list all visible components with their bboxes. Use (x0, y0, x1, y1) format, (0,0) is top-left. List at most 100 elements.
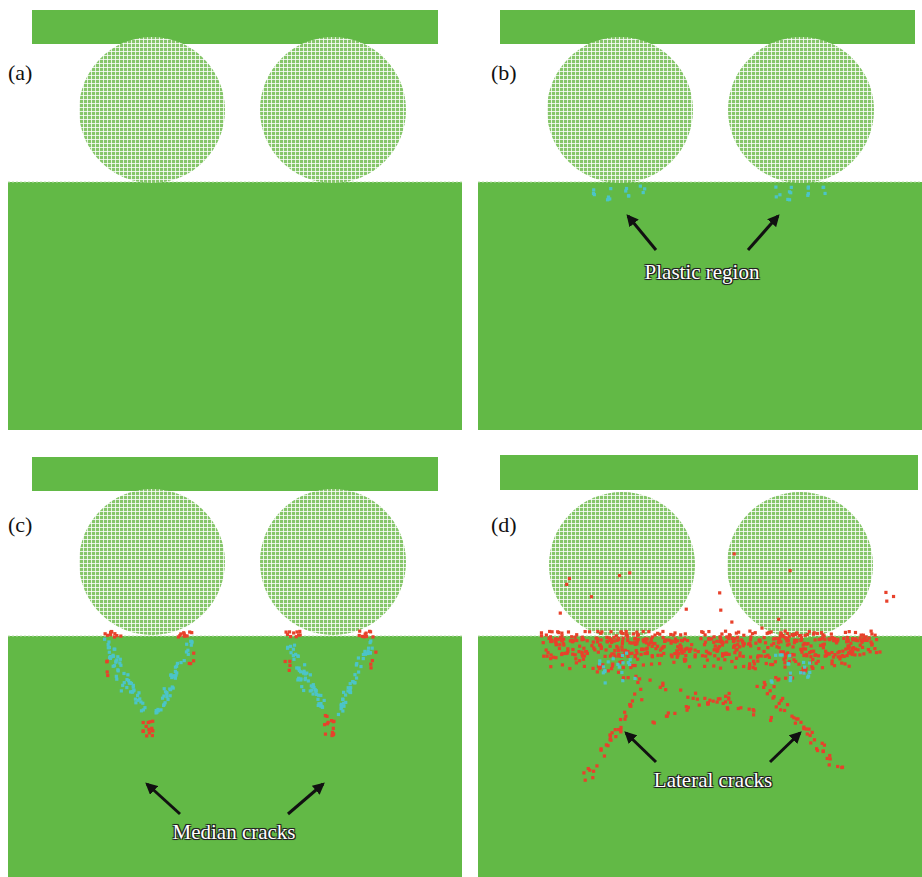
atom-marker (654, 647, 657, 650)
atom-marker (663, 645, 666, 648)
atom-marker (683, 638, 686, 641)
atom-marker (550, 630, 553, 633)
atom-marker (121, 684, 124, 687)
atom-marker (151, 729, 154, 732)
atom-marker (735, 657, 738, 660)
atom-marker (825, 652, 828, 655)
atom-marker (778, 193, 781, 196)
atom-marker (729, 701, 732, 704)
atom-marker (289, 651, 292, 654)
atom-marker (610, 652, 613, 655)
atom-marker (794, 633, 797, 636)
atom-marker (762, 650, 765, 653)
atom-marker (853, 653, 856, 656)
atom-marker (817, 660, 820, 663)
atom-marker (341, 698, 344, 701)
atom-marker (757, 654, 760, 657)
atom-marker (729, 634, 732, 637)
atom-marker (618, 574, 621, 577)
atom-marker (847, 651, 850, 654)
atom-marker (694, 653, 697, 656)
particle (260, 37, 406, 183)
atom-marker (754, 631, 757, 634)
atom-marker (769, 663, 772, 666)
atom-marker (813, 638, 816, 641)
atom-marker (598, 659, 601, 662)
substrate (8, 182, 462, 430)
atom-marker (704, 641, 707, 644)
atom-marker (619, 729, 622, 732)
atom-marker (128, 682, 131, 685)
atom-marker (831, 637, 834, 640)
atom-marker (132, 684, 135, 687)
atom-marker (369, 666, 372, 669)
atom-marker (341, 709, 344, 712)
atom-marker (650, 640, 653, 643)
particle (547, 37, 693, 183)
atom-marker (582, 638, 585, 641)
atom-marker (694, 692, 697, 695)
atom-marker (763, 636, 766, 639)
indenter-plate (32, 457, 438, 491)
atom-marker (769, 689, 772, 692)
atom-marker (374, 651, 377, 654)
atom-marker (690, 643, 693, 646)
atom-marker (622, 637, 625, 640)
atom-marker (766, 646, 769, 649)
atom-marker (792, 658, 795, 661)
atom-marker (359, 665, 362, 668)
atom-marker (779, 650, 782, 653)
atom-marker (621, 679, 624, 682)
atom-marker (830, 632, 833, 635)
atom-marker (624, 189, 627, 192)
leader-arrow (147, 784, 180, 814)
atom-marker (621, 653, 624, 656)
atom-marker (603, 669, 606, 672)
atom-marker (560, 639, 563, 642)
atom-marker (693, 649, 696, 652)
atom-marker (564, 652, 567, 655)
simulation-panel (8, 10, 462, 430)
atom-marker (109, 657, 112, 660)
atom-marker (357, 656, 360, 659)
atom-marker (671, 640, 674, 643)
atom-marker (821, 666, 824, 669)
atom-marker (830, 651, 833, 654)
atom-marker (623, 718, 626, 721)
atom-marker (789, 676, 792, 679)
atom-marker (868, 650, 871, 653)
atom-marker (608, 197, 611, 200)
atom-marker (637, 633, 640, 636)
atom-marker (361, 635, 364, 638)
atom-marker (605, 743, 608, 746)
atom-marker (788, 198, 791, 201)
atom-marker (822, 749, 825, 752)
atom-marker (809, 655, 812, 658)
atom-marker (848, 630, 851, 633)
atom-marker (369, 630, 372, 633)
atom-marker (836, 765, 839, 768)
atom-marker (730, 620, 733, 623)
atom-marker (129, 681, 132, 684)
atom-marker (586, 639, 589, 642)
atom-marker (303, 663, 306, 666)
particle (727, 492, 873, 638)
atom-marker (724, 695, 727, 698)
atom-marker (108, 646, 111, 649)
atom-marker (609, 735, 612, 738)
atom-marker (807, 728, 810, 731)
atom-marker (550, 640, 553, 643)
atom-marker (742, 644, 745, 647)
atom-marker (585, 650, 588, 653)
atom-marker (368, 630, 371, 633)
atom-marker (756, 685, 759, 688)
atom-marker (787, 643, 790, 646)
atom-marker (809, 644, 812, 647)
atom-marker (175, 671, 178, 674)
atom-marker (162, 694, 165, 697)
atom-marker (292, 654, 295, 657)
atom-marker (836, 651, 839, 654)
atom-marker (851, 653, 854, 656)
atom-marker (592, 188, 595, 191)
atom-marker (582, 658, 585, 661)
